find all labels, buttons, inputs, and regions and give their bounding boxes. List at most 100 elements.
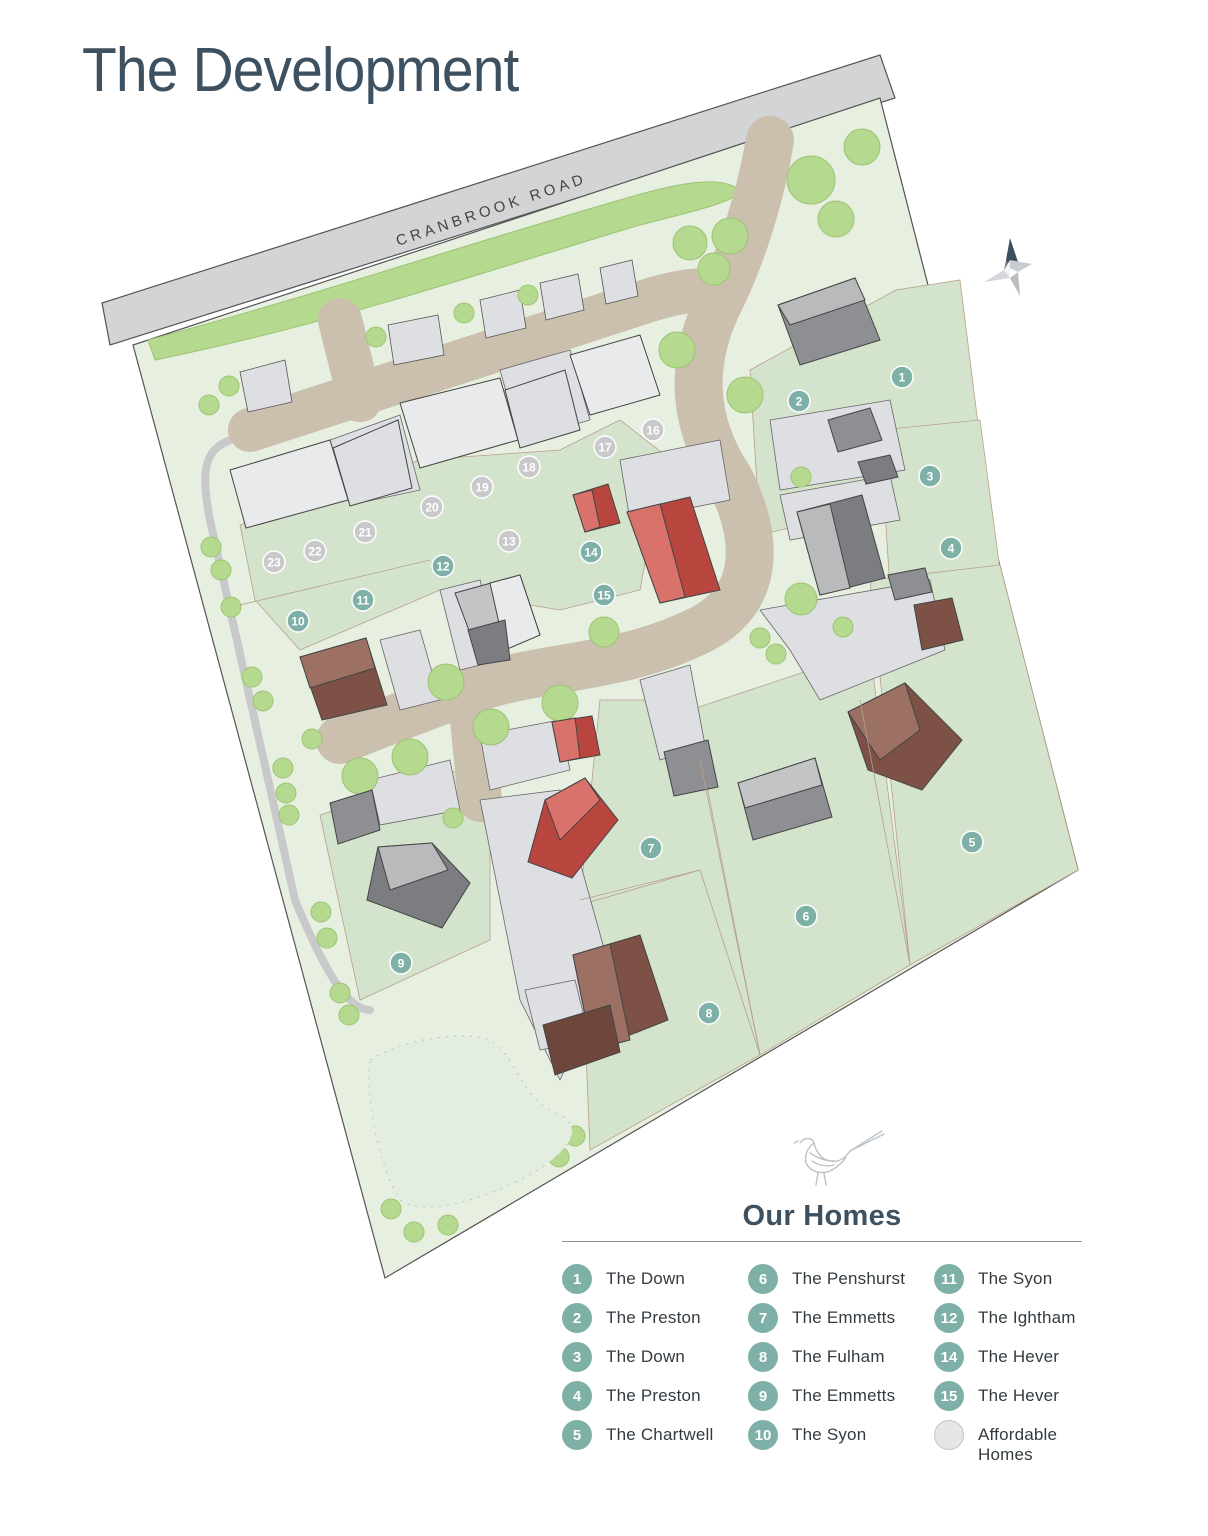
legend-label: The Preston: [606, 1386, 701, 1405]
plot-badge: 9: [389, 951, 413, 975]
estate-road: [228, 116, 794, 822]
plot-badge: 8: [697, 1001, 721, 1025]
plot-number: 16: [646, 424, 660, 438]
legend-label: The Syon: [978, 1269, 1053, 1288]
page-title: The Development: [82, 36, 519, 105]
plot-number-badge: 4: [562, 1381, 592, 1411]
plot-number: 23: [267, 556, 281, 570]
affordable-plot-badge: 22: [303, 539, 327, 563]
pheasant-icon: [790, 1125, 890, 1190]
attenuation-pond: [368, 1035, 573, 1208]
plot-badge: 2: [787, 389, 811, 413]
houses: [229, 277, 964, 1076]
affordable-plot-badge: 20: [420, 495, 444, 519]
plot-badge: 3: [918, 464, 942, 488]
plot-number: 12: [436, 560, 450, 574]
plot-badge: 10: [286, 609, 310, 633]
plot-number-badge: 12: [934, 1303, 964, 1333]
plot-number-badge: 11: [934, 1264, 964, 1294]
plot-badge: 1: [890, 365, 914, 389]
legend-label: The Emmetts: [792, 1308, 896, 1327]
plot-number-badge: 15: [934, 1381, 964, 1411]
affordable-plot-badge: 16: [641, 418, 665, 442]
plot-badge: 6: [794, 904, 818, 928]
legend-label: The Chartwell: [606, 1425, 714, 1444]
plot-badge: 5: [960, 830, 984, 854]
plot-number: 21: [358, 526, 372, 540]
north-arrow-icon: [984, 238, 1032, 296]
legend-label: The Emmetts: [792, 1386, 896, 1405]
plot-boundaries: [239, 559, 911, 1056]
legend-label: Affordable Homes: [978, 1425, 1058, 1464]
legend-label: The Penshurst: [792, 1269, 906, 1288]
legend-item: 7 The Emmetts: [748, 1303, 934, 1334]
plot-number-badge: 6: [748, 1264, 778, 1294]
plot-badge: 4: [939, 536, 963, 560]
plot-number: 3: [927, 470, 934, 484]
plot-number: 17: [598, 441, 612, 455]
plot-badge: 14: [579, 540, 603, 564]
plot-number: 4: [948, 542, 955, 556]
plot-number: 14: [584, 546, 598, 560]
plot-number: 11: [357, 594, 370, 608]
plot-badge: 11: [351, 588, 375, 612]
plot-number: 5: [969, 836, 976, 850]
plot-number: 1: [899, 371, 906, 385]
legend-item: 10 The Syon: [748, 1420, 934, 1451]
legend-item: 15 The Hever: [934, 1381, 1084, 1412]
legend-item: 6 The Penshurst: [748, 1264, 934, 1295]
plot-number-badge: 14: [934, 1342, 964, 1372]
legend-label: The Preston: [606, 1308, 701, 1327]
legend-item: 14 The Hever: [934, 1342, 1084, 1373]
affordable-plot-badge: 18: [517, 455, 541, 479]
plot-number: 9: [398, 957, 405, 971]
legend-label: The Hever: [978, 1386, 1060, 1405]
plot-number: 20: [425, 501, 439, 515]
legend-title: Our Homes: [742, 1200, 902, 1232]
legend-label: The Syon: [792, 1425, 867, 1444]
footpath: [201, 436, 374, 1014]
plot-number: 10: [291, 615, 305, 629]
legend-label: The Down: [606, 1347, 686, 1366]
legend-item: 3 The Down: [562, 1342, 748, 1373]
legend-item: 11 The Syon: [934, 1264, 1084, 1295]
plot-number: 19: [475, 481, 489, 495]
plot-number: 7: [648, 842, 655, 856]
plot-number: 8: [706, 1007, 713, 1021]
legend-item: 1 The Down: [562, 1264, 748, 1295]
plot-badge: 15: [592, 583, 616, 607]
legend-item: 2 The Preston: [562, 1303, 748, 1334]
plot-number-badge: 10: [748, 1420, 778, 1450]
plot-number: 13: [502, 535, 516, 549]
plot-badge: 7: [639, 836, 663, 860]
legend-label: The Fulham: [792, 1347, 885, 1366]
plot-badge: 12: [431, 554, 455, 578]
plot-number-badge: 3: [562, 1342, 592, 1372]
parking-bays: [239, 259, 639, 413]
trees: [198, 128, 881, 1243]
affordable-plot-badge: 17: [593, 435, 617, 459]
legend-divider: [562, 1241, 1082, 1242]
plot-number: 22: [308, 545, 322, 559]
legend-label: The Down: [606, 1269, 686, 1288]
plot-number-badge: 2: [562, 1303, 592, 1333]
plot-number-badge: 7: [748, 1303, 778, 1333]
affordable-plot-badge: 13: [497, 529, 521, 553]
plot-number: 18: [522, 461, 536, 475]
legend-label: The Hever: [978, 1347, 1060, 1366]
affordable-plot-badge: 21: [353, 520, 377, 544]
affordable-plot-badge: 19: [470, 475, 494, 499]
plot-number: 2: [796, 395, 803, 409]
legend-item: 4 The Preston: [562, 1381, 748, 1412]
plot-number: 15: [597, 589, 611, 603]
legend-label: The Ightham: [978, 1308, 1076, 1327]
plot-number-badge: 1: [562, 1264, 592, 1294]
legend-item: Affordable Homes: [934, 1420, 1084, 1464]
